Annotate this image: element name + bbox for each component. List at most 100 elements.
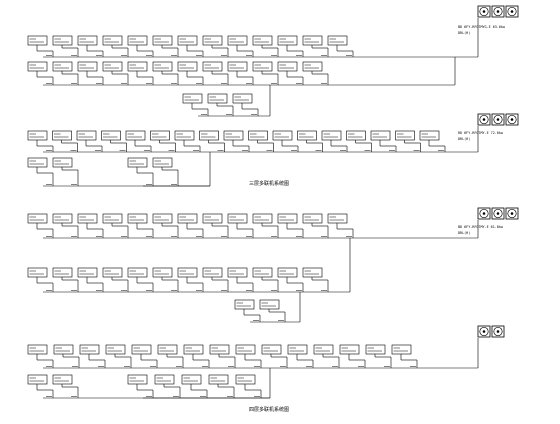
indoor-unit: [277, 61, 298, 72]
indoor-unit-box: [287, 344, 308, 355]
indoor-unit-box: [302, 213, 323, 224]
indoor-unit-box: [27, 157, 48, 168]
indoor-unit: [297, 130, 317, 141]
indoor-unit: [252, 267, 273, 278]
indoor-unit: [223, 130, 244, 141]
indoor-unit: [152, 213, 173, 224]
indoor-unit: [52, 157, 73, 168]
outdoor-unit-model: RD 6FY-RFG7MY-E 72.0kw: [458, 131, 504, 135]
fan-hub-icon: [510, 10, 514, 13]
indoor-unit-box: [327, 213, 348, 224]
indoor-unit-box: [272, 130, 293, 141]
indoor-unit: [125, 130, 146, 141]
indoor-unit: [227, 213, 248, 224]
indoor-unit-box: [152, 267, 173, 278]
indoor-unit-box: [302, 61, 323, 72]
indoor-unit: [302, 267, 323, 278]
indoor-unit: [287, 344, 308, 355]
indoor-unit-box: [234, 299, 255, 310]
indoor-unit: [277, 35, 298, 46]
indoor-unit: [127, 157, 148, 168]
indoor-unit: [302, 61, 323, 72]
indoor-unit-box: [182, 93, 203, 104]
outdoor-unit: [505, 5, 519, 18]
indoor-unit: [102, 213, 123, 224]
indoor-unit: [27, 157, 48, 168]
outdoor-unit: [505, 113, 519, 126]
indoor-unit-box: [76, 130, 97, 141]
indoor-unit: [182, 93, 203, 104]
indoor-unit-box: [321, 130, 342, 141]
indoor-unit: [259, 299, 280, 310]
indoor-unit: [248, 130, 268, 141]
indoor-unit: [395, 130, 415, 141]
indoor-unit: [177, 267, 198, 278]
indoor-unit-box: [127, 267, 148, 278]
outdoor-unit-model: BD 6FY-RFG7MY-E 61.8kw: [458, 225, 504, 229]
indoor-unit-box: [209, 344, 230, 355]
indoor-unit-box: [419, 130, 440, 141]
indoor-unit: [77, 267, 98, 278]
indoor-unit-box: [27, 35, 48, 46]
indoor-unit: [52, 130, 72, 141]
indoor-unit-box: [252, 35, 273, 46]
indoor-unit: [365, 344, 386, 355]
indoor-unit-box: [302, 35, 323, 46]
indoor-unit-box: [127, 213, 148, 224]
indoor-unit: [27, 344, 48, 355]
indoor-unit: [157, 344, 178, 355]
indoor-unit: [202, 213, 223, 224]
fan-hub-icon: [482, 330, 486, 333]
indoor-unit-box: [150, 130, 170, 141]
indoor-unit: [252, 61, 273, 72]
outdoor-unit: [477, 113, 491, 126]
indoor-unit: [177, 61, 198, 72]
indoor-unit: [202, 267, 223, 278]
indoor-unit: [209, 344, 230, 355]
indoor-unit-box: [177, 61, 198, 72]
indoor-unit-box: [235, 344, 256, 355]
indoor-unit: [370, 130, 391, 141]
indoor-unit: [127, 61, 148, 72]
indoor-unit-box: [202, 35, 223, 46]
indoor-unit-box: [365, 344, 386, 355]
indoor-unit: [27, 130, 48, 141]
indoor-unit: [302, 213, 323, 224]
indoor-unit-box: [297, 130, 317, 141]
indoor-unit-box: [152, 213, 173, 224]
indoor-unit-box: [154, 374, 175, 385]
indoor-unit: [235, 374, 256, 385]
indoor-unit-box: [52, 267, 73, 278]
indoor-unit: [181, 374, 202, 385]
indoor-unit: [152, 157, 173, 168]
caption-lower: 四层多联机系统图: [249, 406, 289, 413]
indoor-unit: [227, 61, 248, 72]
fan-hub-icon: [482, 212, 486, 215]
indoor-unit-box: [127, 374, 148, 385]
indoor-unit: [52, 374, 73, 385]
indoor-unit-box: [27, 344, 48, 355]
indoor-unit: [227, 267, 248, 278]
indoor-unit-box: [202, 213, 223, 224]
indoor-units: [27, 35, 444, 397]
indoor-unit: [391, 344, 412, 355]
indoor-unit: [102, 267, 123, 278]
caption-upper: 三层多联机系统图: [249, 180, 289, 187]
indoor-unit: [202, 35, 223, 46]
indoor-unit-box: [391, 344, 412, 355]
indoor-unit-box: [27, 130, 48, 141]
indoor-unit: [277, 213, 298, 224]
indoor-unit-box: [259, 299, 280, 310]
indoor-unit-box: [252, 61, 273, 72]
indoor-unit: [52, 267, 73, 278]
indoor-unit-box: [125, 130, 146, 141]
indoor-unit-box: [27, 213, 48, 224]
indoor-unit: [277, 267, 298, 278]
indoor-unit-box: [227, 61, 248, 72]
indoor-unit-box: [127, 35, 148, 46]
indoor-unit: [202, 61, 223, 72]
indoor-unit: [339, 344, 360, 355]
